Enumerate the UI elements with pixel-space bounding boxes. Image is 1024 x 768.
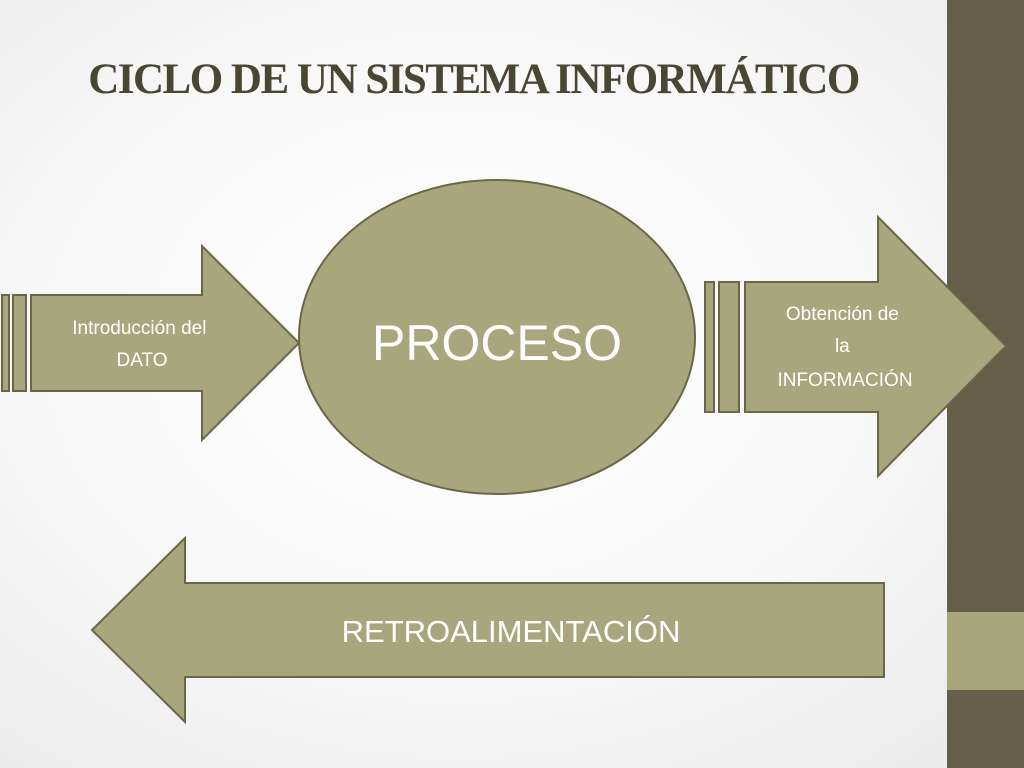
process-ellipse xyxy=(298,179,696,495)
input-arrow-label: Introducción del DATO xyxy=(72,318,211,371)
input-arrow-stripe xyxy=(1,294,10,392)
input-arrow-stripe xyxy=(12,294,27,392)
process-label: PROCESO xyxy=(372,315,622,371)
feedback-arrow-body xyxy=(90,535,885,725)
slide-title: CICLO DE UN SISTEMA INFORMÁTICO xyxy=(88,56,860,103)
process-node: PROCESO xyxy=(298,179,696,495)
feedback-arrow: RETROALIMENTACIÓN xyxy=(90,535,885,725)
output-arrow-label: Obtención de la INFORMACIÓN xyxy=(777,304,912,391)
input-arrow-label-line1: Introducción del xyxy=(72,318,206,339)
output-arrow: Obtención de la INFORMACIÓN xyxy=(704,214,1008,479)
input-arrow-label-line2: DATO xyxy=(116,350,167,371)
feedback-arrow-label: RETROALIMENTACIÓN xyxy=(342,614,681,649)
output-arrow-stripe xyxy=(704,281,715,413)
output-arrow-body xyxy=(744,214,1008,479)
output-arrow-label-line1: Obtención de xyxy=(786,304,899,325)
output-arrow-stripe xyxy=(718,281,740,413)
output-arrow-label-line2: la xyxy=(835,336,850,357)
input-arrow: Introducción del DATO xyxy=(1,243,301,443)
side-decoration-stripe xyxy=(947,612,1024,690)
output-arrow-label-line3: INFORMACIÓN xyxy=(777,369,912,391)
input-arrow-body xyxy=(30,243,301,443)
